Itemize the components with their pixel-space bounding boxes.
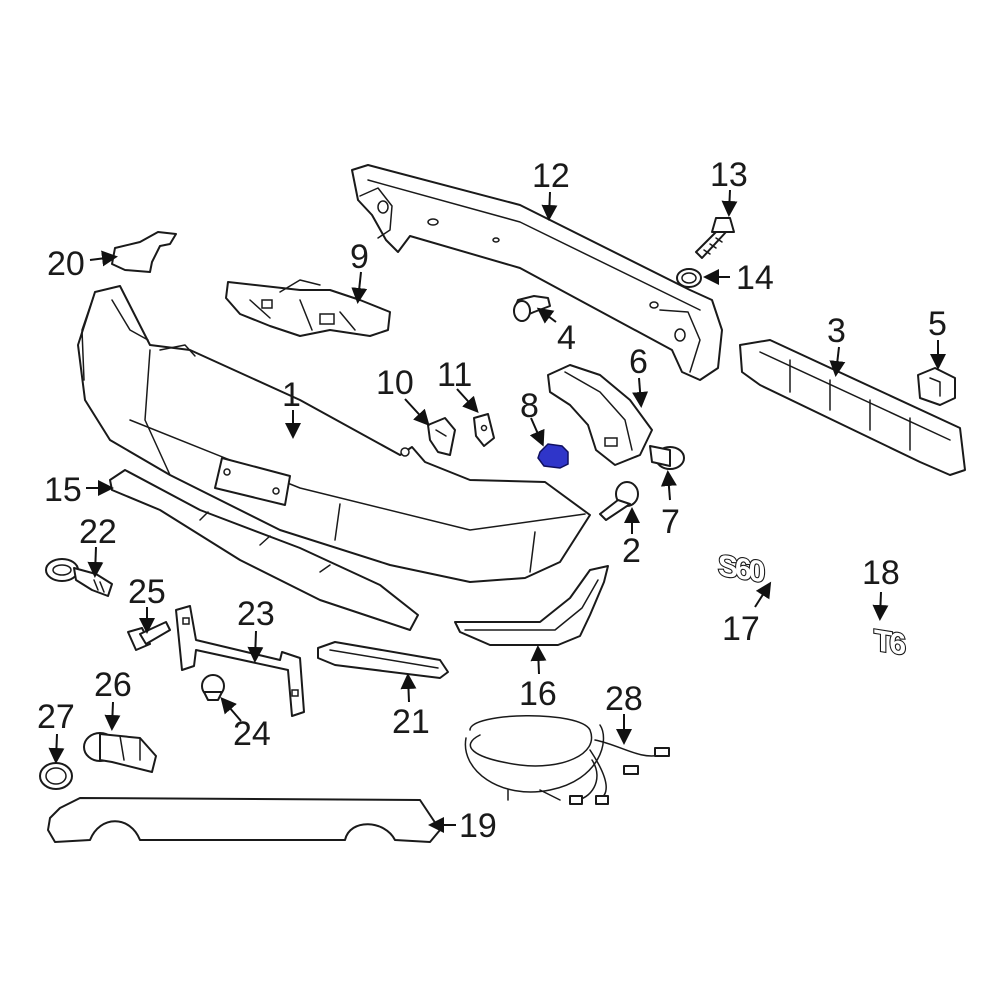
callout-14: 14 [736,259,774,297]
part-4-bolt[interactable] [513,295,551,322]
part-20-bracket[interactable] [111,231,177,273]
callout-11: 11 [437,356,472,394]
part-11-bracket[interactable] [473,413,495,447]
callout-2: 2 [622,532,641,570]
callout-21: 21 [392,703,430,741]
callout-8: 8 [520,387,539,425]
part-15-lower-valance[interactable] [109,469,419,631]
callout-7: 7 [661,503,680,541]
callout-27: 27 [37,698,75,736]
part-19-undertray[interactable] [47,797,441,843]
callout-1: 1 [282,376,301,414]
callout-12: 12 [532,157,570,195]
callout-28: 28 [605,680,643,718]
part-27-grommet[interactable] [39,762,73,790]
part-21-reflector[interactable] [317,641,449,679]
part-17-emblem-text: S60 [718,549,765,589]
part-28-wiring-harness[interactable] [464,715,670,805]
part-9-bracket[interactable] [225,279,391,337]
part-14-washer[interactable] [676,268,702,288]
callout-5: 5 [928,305,947,343]
callout-25: 25 [128,573,166,611]
part-12-reinforcement-bar[interactable] [351,164,723,381]
callout-10: 10 [376,364,414,402]
callout-leaders [48,189,946,833]
part-26-park-sensor[interactable] [83,732,157,773]
callout-24: 24 [233,715,271,753]
callout-19: 19 [459,807,497,845]
callout-26: 26 [94,666,132,704]
callout-4: 4 [557,319,576,357]
callout-13: 13 [710,156,748,194]
part-6-side-bracket[interactable] [547,364,653,466]
part-8-clip-highlighted[interactable] [537,443,569,469]
part-17-emblem[interactable]: S60 [717,548,766,590]
part-18-emblem[interactable]: T6 [873,623,906,663]
part-23-mounting-bracket[interactable] [175,605,305,717]
callout-18: 18 [862,554,900,592]
part-1-bumper-cover[interactable] [77,285,591,583]
callout-20: 20 [47,245,85,283]
callout-22: 22 [79,513,117,551]
callout-labels: 1 2 3 4 5 6 7 8 9 10 11 12 13 14 15 16 1… [37,156,947,845]
callout-6: 6 [629,343,648,381]
callout-16: 16 [519,675,557,713]
part-5-clip[interactable] [917,367,956,406]
callout-9: 9 [350,238,369,276]
part-16-trim-strip[interactable] [454,565,609,646]
callout-3: 3 [827,312,846,350]
part-24-cap[interactable] [201,674,225,701]
callout-15: 15 [44,471,82,509]
part-25-bolt[interactable] [127,621,171,651]
part-10-bracket[interactable] [427,417,456,456]
part-3-energy-absorber[interactable] [739,339,966,476]
callout-23: 23 [237,595,275,633]
callout-17: 17 [722,610,760,648]
part-2-screw[interactable] [599,481,639,521]
part-13-bolt[interactable] [695,217,735,259]
part-7-screw[interactable] [649,445,685,470]
part-18-emblem-text: T6 [874,624,905,662]
part-22-tow-eye[interactable] [45,558,113,597]
